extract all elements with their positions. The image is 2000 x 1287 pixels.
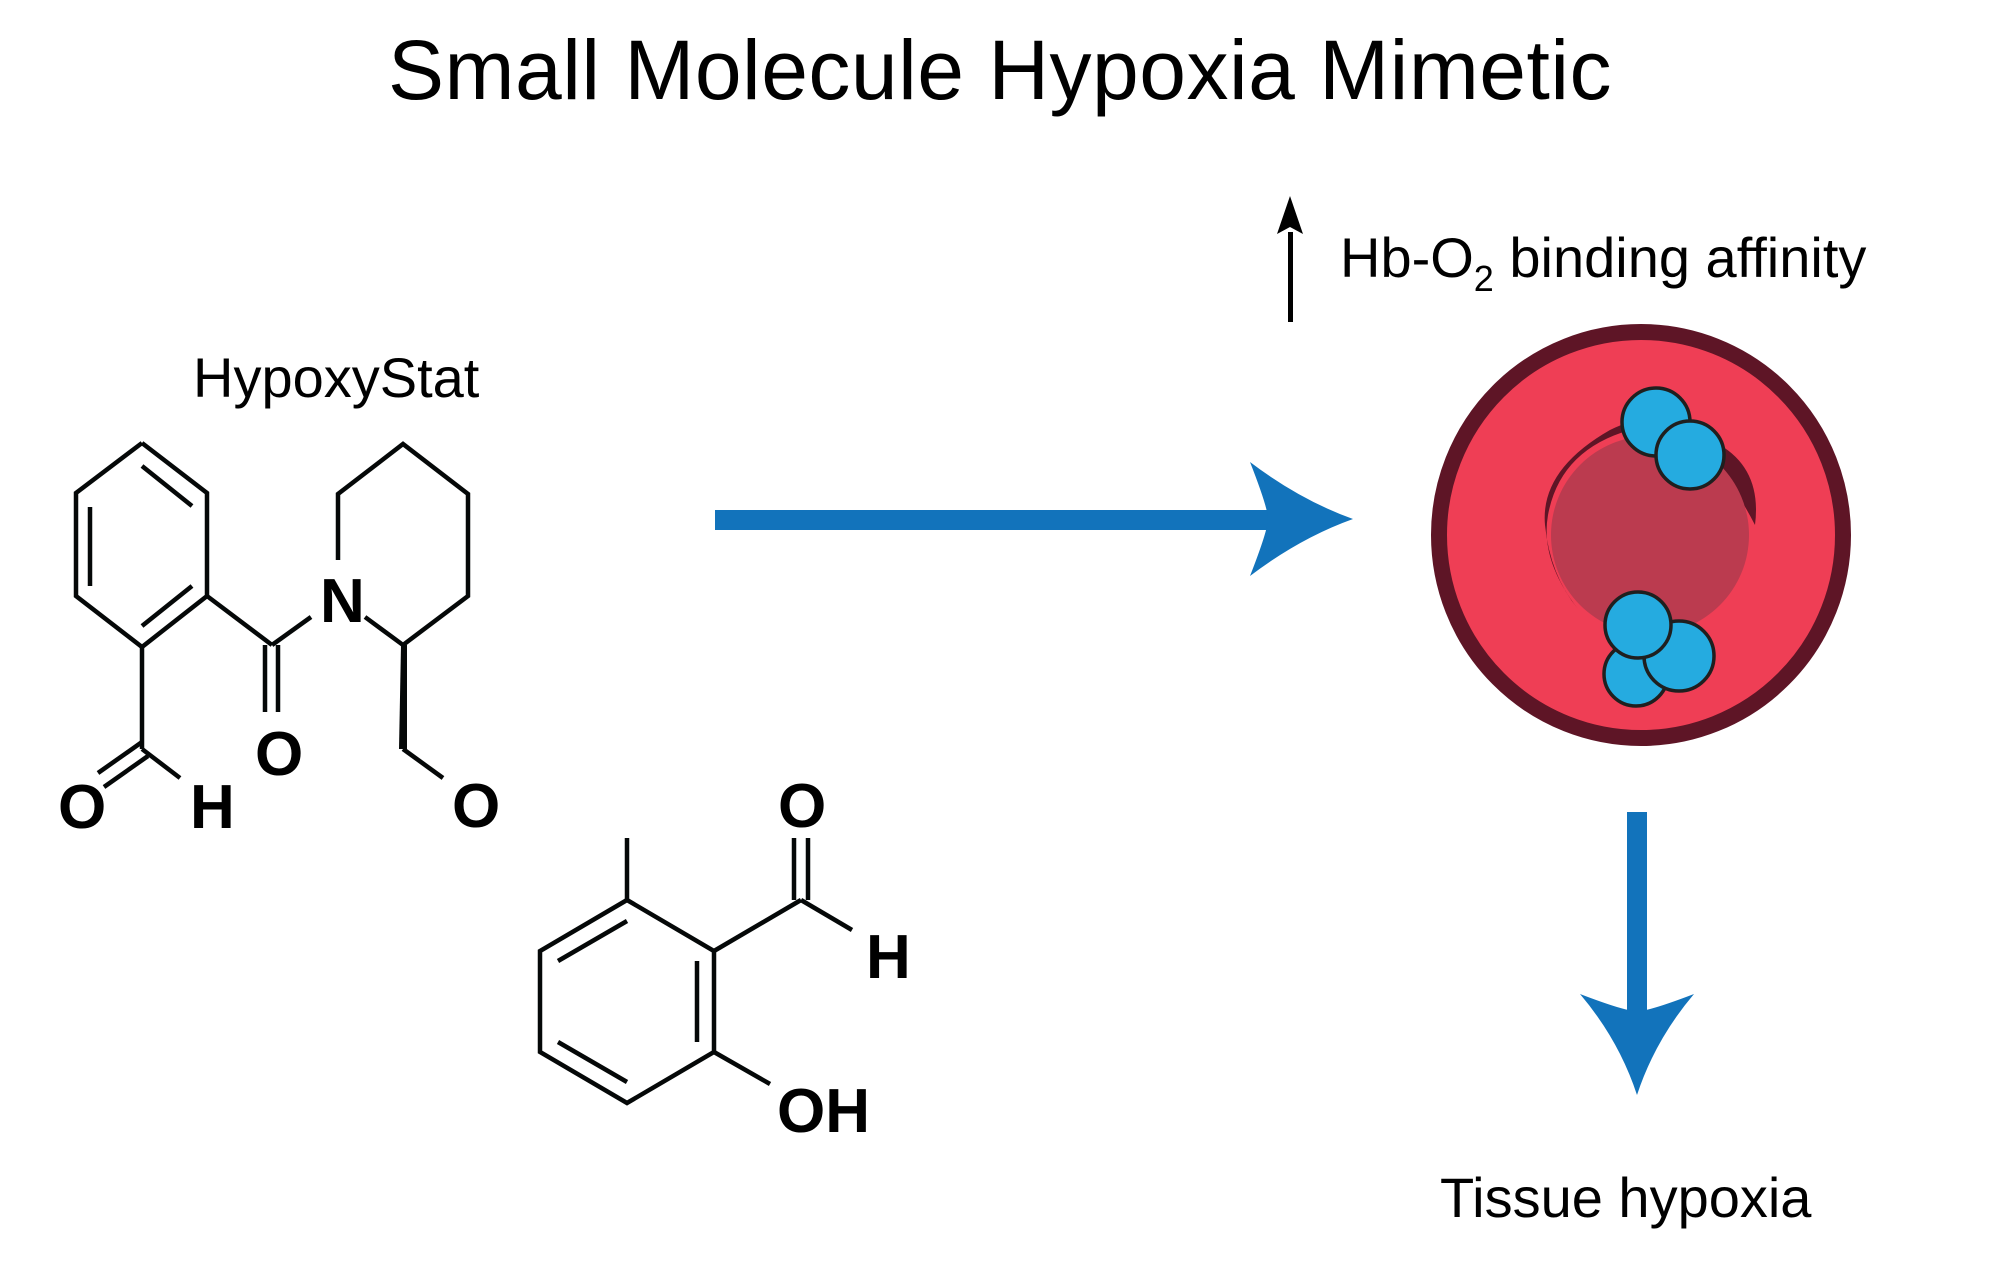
hypoxystat-structure: O H O N O O H OH: [58, 441, 911, 1146]
ch2-to-ether-o-bond: [401, 747, 445, 780]
right-arrow-head: [1250, 462, 1353, 576]
ring2-to-aldehyde-bond: [712, 898, 803, 953]
up-arrow-shaft: [1288, 232, 1293, 322]
ring2-to-hydroxyl-bond: [712, 1050, 772, 1086]
amide-nitrogen: N: [320, 567, 365, 636]
red-blood-cell: [1431, 324, 1851, 746]
down-arrow-head: [1580, 994, 1694, 1095]
ring1-double-bond-bottom: [140, 584, 194, 628]
amide-oxygen: O: [255, 720, 303, 789]
ring1-outline: [73, 441, 210, 650]
aldehyde1-co-double-a: [96, 740, 144, 775]
benzene-ring-1: [73, 441, 210, 650]
carbonyl-to-n-bond: [270, 615, 313, 647]
ring2-double-bond-upper-left: [556, 919, 629, 963]
wedge-bond: [399, 645, 407, 749]
up-arrow-icon: [1277, 196, 1303, 322]
aldehyde1-oxygen: O: [58, 773, 106, 842]
tissue-hypoxia-label: Tissue hypoxia: [1440, 1166, 1812, 1229]
aldehyde2-ch-bond: [799, 898, 854, 932]
affinity-label-subscript: 2: [1473, 258, 1494, 299]
ring1-double-bond-top: [140, 464, 194, 508]
ring2-double-bond-lower-left: [556, 1040, 629, 1084]
figure-title: Small Molecule Hypoxia Mimetic: [387, 23, 1613, 117]
hydroxyl-group: OH: [777, 1077, 870, 1146]
ring1-to-carbonyl-bond: [205, 594, 274, 647]
aldehyde1-hydrogen: H: [190, 773, 235, 842]
oxygen-cluster-top: [1620, 386, 1726, 491]
affinity-label-rest: binding affinity: [1493, 226, 1867, 289]
oxygen-molecule: [1603, 590, 1673, 660]
right-arrow-shaft: [715, 510, 1290, 530]
hb-o2-affinity-label: Hb-O2 binding affinity: [1340, 225, 1866, 300]
aldehyde2-oxygen: O: [778, 772, 826, 841]
ring2-outline: [537, 898, 717, 1106]
compound-name-label: HypoxyStat: [193, 346, 480, 409]
affinity-label-main: Hb-O: [1340, 226, 1474, 289]
aldehyde1-ch-bond: [140, 747, 182, 780]
benzene-ring-2: [537, 898, 717, 1106]
oxygen-cluster-bottom: [1602, 590, 1716, 708]
oxygen-molecule: [1654, 419, 1726, 491]
ether-oxygen: O: [452, 772, 500, 841]
down-arrow-icon: [1580, 812, 1694, 1095]
up-arrow-head: [1277, 196, 1303, 234]
aldehyde2-hydrogen: H: [866, 923, 911, 992]
down-arrow-shaft: [1627, 812, 1647, 1017]
aldehyde1-co-double-b: [102, 754, 150, 789]
right-arrow-icon: [715, 462, 1353, 576]
